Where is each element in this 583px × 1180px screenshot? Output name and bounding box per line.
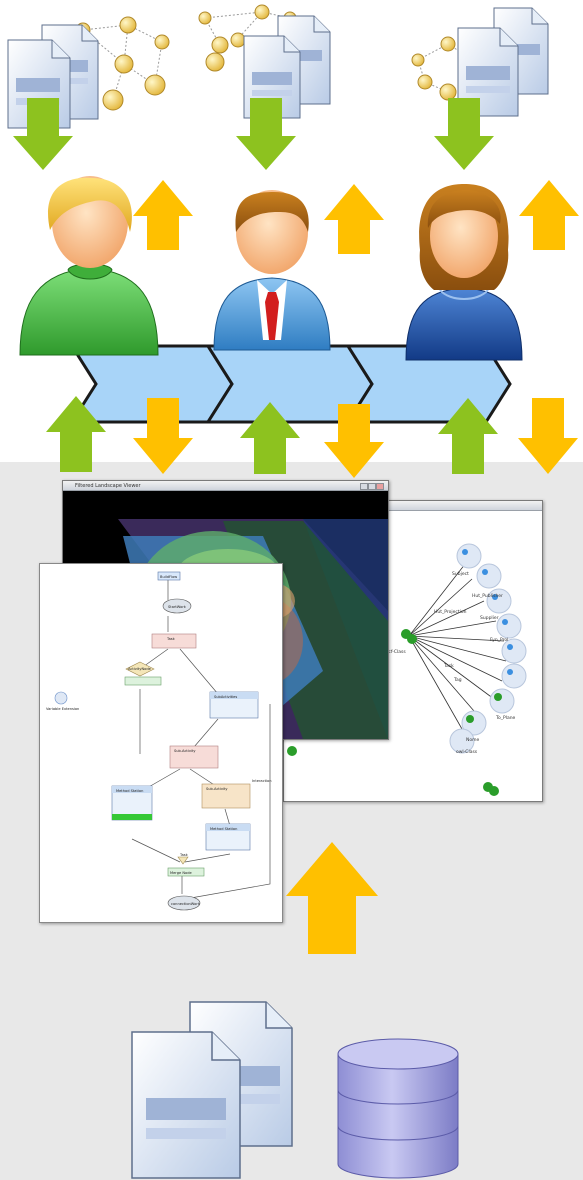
workflow-node-label: ActivityNode xyxy=(128,667,152,671)
document-stack-icon xyxy=(243,15,331,119)
network-graph-icon xyxy=(411,36,471,101)
down-arrow-green xyxy=(236,98,296,170)
workflow-node-label: BuildFlow xyxy=(160,575,177,579)
down-arrow-yellow xyxy=(133,398,193,474)
close-button[interactable] xyxy=(376,483,384,490)
workflow-node-label: Sub-Activity xyxy=(206,787,228,791)
workflow-node-label: connectionWork xyxy=(171,902,201,906)
ontology-graph: Subject Hut_Publisher Supplier Fyn_Prol … xyxy=(287,543,527,796)
ontology-label: Hut_Publisher xyxy=(472,593,503,599)
window-titlebar xyxy=(284,501,542,511)
ontology-label: owl-Class xyxy=(456,749,478,755)
workflow-node-label: Method Station xyxy=(210,827,237,831)
workflow-node-label: Task xyxy=(166,637,176,641)
up-arrow-green xyxy=(46,396,106,472)
workflow-node-label: Method Station xyxy=(116,789,143,793)
down-arrow-green xyxy=(434,98,494,170)
document-stack-icon xyxy=(131,1001,293,1179)
workflow-node-label: Merge Node xyxy=(170,871,193,875)
workflow-node-label: Variable Extension xyxy=(46,707,79,711)
user-businessman-icon xyxy=(213,190,331,351)
down-arrow-green xyxy=(13,98,73,170)
ontology-label: To_Plane xyxy=(495,715,516,721)
ontology-label: Tag xyxy=(453,677,462,683)
down-arrow-yellow xyxy=(518,398,578,474)
minimize-button[interactable] xyxy=(360,483,368,490)
document-stack-icon xyxy=(7,24,99,129)
ontology-label: Supplier xyxy=(480,615,499,621)
workflow-node-label: Interaction xyxy=(252,779,272,783)
up-arrow-yellow xyxy=(519,180,579,250)
up-arrow-green xyxy=(438,398,498,474)
workflow-diagram: BuildFlow StartWork Task ActivityNode Va… xyxy=(46,571,272,911)
ontology-label: mcf-Class xyxy=(384,649,406,655)
user-green-sweater-icon xyxy=(19,176,159,356)
database-icon xyxy=(337,1038,459,1179)
workflow-node-label: StartWork xyxy=(168,605,187,609)
up-arrow-green xyxy=(240,402,300,474)
up-arrow-yellow xyxy=(324,184,384,254)
workflow-node-label: Sub-Activity xyxy=(174,749,196,753)
up-arrow-yellow xyxy=(286,842,378,954)
up-arrow-yellow xyxy=(133,180,193,250)
ontology-label: Nome xyxy=(466,737,480,743)
maximize-button[interactable] xyxy=(368,483,376,490)
ontology-label: Fyn_Prol xyxy=(490,637,508,643)
ontology-label: Task xyxy=(443,663,454,669)
user-female-icon xyxy=(405,184,523,361)
workflow-node-label: SubActivities xyxy=(214,695,237,699)
document-stack-icon xyxy=(457,7,549,117)
workflow-node-label: Task xyxy=(179,853,189,857)
ontology-label: Subject xyxy=(452,571,469,577)
window-titlebar: Filtered Landscape Viewer xyxy=(63,481,388,491)
window-title: Filtered Landscape Viewer xyxy=(75,483,141,489)
ontology-label: Hut_Projection xyxy=(434,609,467,615)
down-arrow-yellow xyxy=(324,404,384,478)
workflow-diagram-window: BuildFlow StartWork Task ActivityNode Va… xyxy=(39,563,283,923)
